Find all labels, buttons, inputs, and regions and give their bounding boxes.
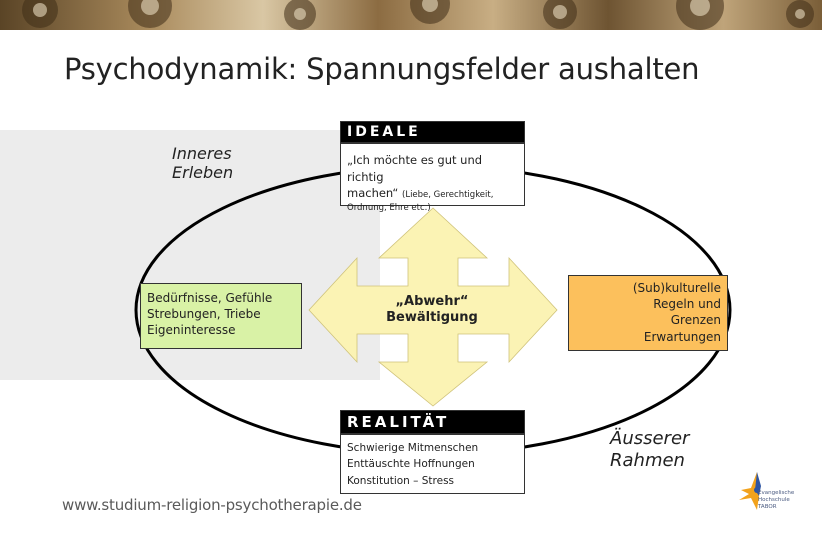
needs-line: Bedürfnisse, Gefühle bbox=[147, 291, 273, 305]
outer-label-line1: Äusserer bbox=[610, 428, 690, 449]
culture-line: (Sub)kulturelle bbox=[632, 281, 721, 295]
outer-frame-label: Äusserer Rahmen bbox=[610, 428, 689, 471]
logo-line1: Evangelische bbox=[758, 490, 795, 496]
center-line2: Bewältigung bbox=[386, 309, 478, 325]
realitaet-line: Konstitution – Stress bbox=[347, 474, 455, 487]
culture-box: (Sub)kulturelle Regeln und Grenzen Erwar… bbox=[568, 275, 728, 351]
inner-label-line2: Erleben bbox=[172, 163, 234, 183]
culture-line: Regeln und bbox=[653, 297, 721, 312]
ideale-line3: Ordnung, Ehre etc.) bbox=[347, 203, 431, 214]
realitaet-header: REALITÄT bbox=[340, 410, 525, 434]
logo-line2: Hochschule bbox=[758, 497, 790, 504]
realitaet-box: Schwierige Mitmenschen Enttäuschte Hoffn… bbox=[340, 434, 525, 494]
needs-line: Eigeninteresse bbox=[147, 323, 236, 338]
outer-label-line2: Rahmen bbox=[610, 449, 685, 471]
four-way-arrow bbox=[308, 207, 558, 407]
ideale-line2-main: machen“ bbox=[347, 186, 399, 201]
culture-line: Grenzen bbox=[670, 313, 721, 328]
website-link[interactable]: www.studium-religion-psychotherapie.de bbox=[62, 496, 362, 514]
culture-line: Erwartungen bbox=[643, 329, 721, 344]
realitaet-line: Enttäuschte Hoffnungen bbox=[347, 458, 475, 471]
gears-decoration bbox=[22, 0, 814, 30]
inner-experience-label: Inneres Erleben bbox=[172, 144, 233, 182]
center-line1: „Abwehr“ bbox=[395, 294, 469, 309]
needs-box: Bedürfnisse, Gefühle Strebungen, Triebe … bbox=[140, 283, 302, 349]
logo-line3: TABOR bbox=[758, 504, 777, 511]
needs-line: Strebungen, Triebe bbox=[147, 307, 261, 322]
slide-title: Psychodynamik: Spannungsfelder aushalten bbox=[64, 52, 700, 86]
ideale-header: IDEALE bbox=[340, 121, 525, 143]
realitaet-line: Schwierige Mitmenschen bbox=[347, 442, 479, 454]
inner-label-line1: Inneres bbox=[172, 144, 232, 163]
ideale-line2-small: (Liebe, Gerechtigkeit, bbox=[402, 190, 494, 201]
logo-text: Evangelische Hochschule TABOR bbox=[758, 490, 794, 511]
tabor-logo-icon bbox=[739, 472, 761, 510]
ideale-line2: machen“ (Liebe, Gerechtigkeit, bbox=[347, 185, 518, 202]
header-banner bbox=[0, 0, 822, 30]
defense-coping-label: „Abwehr“ Bewältigung bbox=[376, 294, 488, 325]
ideale-box: „Ich möchte es gut und richtig machen“ (… bbox=[340, 143, 525, 213]
ideale-line1: „Ich möchte es gut und richtig bbox=[347, 153, 483, 184]
